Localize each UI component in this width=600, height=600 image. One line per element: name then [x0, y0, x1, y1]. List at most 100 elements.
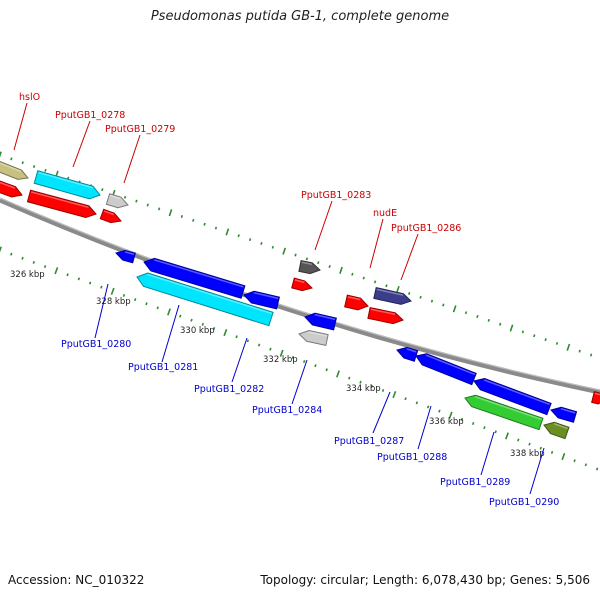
- gene-PputGB1_0282-leader: [231, 337, 248, 383]
- tick-mark: [460, 417, 464, 421]
- gene-PputGB1_0288-arrow: [415, 353, 477, 386]
- gene-unlabeled-red-5: [344, 294, 369, 311]
- gene-PputGB1_0281-arrow: [143, 257, 246, 299]
- gene-PputGB1_0287-leader: [372, 391, 391, 434]
- gene-PputGB1_0280-leader: [94, 283, 109, 339]
- gene-PputGB1_0281-leader: [161, 304, 180, 363]
- tick-mark: [212, 326, 216, 330]
- gene-PputGB1_0279-label: PputGB1_0279: [105, 124, 175, 135]
- outer-tick-row: [0, 151, 593, 357]
- gene-PputGB1_0287: [396, 346, 419, 362]
- gene-nudE-leader: [369, 218, 384, 269]
- gene-hslO: [0, 159, 29, 180]
- tick-mark: [438, 409, 441, 413]
- tick-mark: [214, 226, 218, 230]
- gene-hslO-leader: [13, 102, 28, 151]
- gene-PputGB1_0284-label: PputGB1_0284: [252, 405, 322, 416]
- inner-tick-row: [0, 246, 599, 471]
- scale-label: 338 kbp: [510, 449, 545, 459]
- tick-mark: [135, 199, 138, 203]
- backbone-line: [0, 197, 600, 395]
- gene-PputGB1_0288-sheen: [425, 354, 476, 376]
- tick-mark: [145, 302, 148, 306]
- gene-PputGB1_0288b: [473, 378, 552, 416]
- gene-PputGB1_0286: [367, 307, 404, 325]
- tick-mark: [555, 341, 559, 345]
- gene-unlabeled-red-4-sheen: [294, 279, 305, 284]
- gene-PputGB1_0278-arrow: [33, 170, 101, 200]
- gene-PputGB1_0279-leader: [123, 134, 141, 184]
- gene-PputGB1_0286-arrow: [367, 307, 404, 325]
- tick-mark: [381, 388, 385, 392]
- gene-unlabeled-red-1: [0, 179, 23, 198]
- tick-mark: [573, 459, 576, 463]
- tick-mark: [415, 401, 419, 405]
- tick-mark: [10, 252, 13, 256]
- tick-mark: [269, 347, 272, 351]
- tick-mark: [544, 338, 547, 342]
- tick-mark: [370, 384, 373, 388]
- tick-mark: [133, 298, 137, 302]
- tick-mark: [348, 376, 351, 380]
- tick-mark: [246, 339, 250, 343]
- gene-PputGB1_0279: [105, 193, 129, 209]
- tick-mark: [110, 287, 115, 295]
- tick-mark: [578, 349, 581, 353]
- tick-mark: [248, 238, 252, 242]
- tick-mark: [471, 422, 475, 426]
- tick-mark: [314, 364, 317, 368]
- tick-mark: [339, 266, 343, 274]
- tick-mark: [167, 308, 171, 316]
- gene-PputGB1_0289-sheen: [474, 395, 542, 421]
- gene-PputGB1_0283-arrow: [298, 260, 321, 275]
- gene-PputGB1_0287-arrow: [396, 346, 419, 362]
- tick-mark: [123, 195, 127, 199]
- tick-mark: [179, 314, 182, 318]
- tick-mark: [201, 322, 204, 326]
- tick-mark: [561, 452, 566, 461]
- tick-mark: [539, 446, 542, 450]
- gene-PputGB1_0290-sheen: [553, 422, 568, 430]
- scale-label: 336 kbp: [429, 417, 464, 427]
- gene-PputGB1_0288: [415, 353, 477, 386]
- gene-unlabeled-red-1-sheen: [0, 180, 16, 189]
- accession-text: Accession: NC_010322: [8, 573, 145, 587]
- gene-PputGB1_0279-arrow: [105, 193, 129, 209]
- gene-PputGB1_0278: [33, 170, 101, 200]
- tick-mark: [77, 277, 81, 281]
- tick-mark: [476, 315, 479, 319]
- gene-unlabeled-red-3-sheen: [103, 210, 115, 216]
- tick-mark: [595, 467, 599, 471]
- genome-summary-text: Topology: circular; Length: 6,078,430 bp…: [260, 573, 590, 587]
- gene-PputGB1_0280-label: PputGB1_0280: [61, 339, 131, 350]
- scale-label: 334 kbp: [346, 384, 381, 394]
- tick-mark: [584, 463, 588, 467]
- gene-unlabeled-red-5-sheen: [347, 296, 361, 301]
- tick-mark: [448, 411, 453, 419]
- tick-mark: [32, 260, 35, 264]
- gene-unlabeled-blue-arrow: [550, 406, 578, 423]
- gene-unlabeled-gray: [298, 329, 329, 346]
- tick-mark: [521, 330, 525, 334]
- gene-PputGB1_0282-sheen: [147, 273, 272, 315]
- gene-PputGB1_0283-leader: [314, 200, 333, 251]
- gene-PputGB1_0286-label: PputGB1_0286: [391, 223, 461, 234]
- tick-mark: [373, 280, 377, 284]
- gene-PputGB1_0281b-sheen: [253, 291, 279, 300]
- gene-unlabeled-gray-sheen: [308, 331, 328, 337]
- gene-PputGB1_0280: [115, 249, 136, 264]
- backbone-highlight: [0, 197, 600, 391]
- tick-mark: [294, 253, 297, 257]
- gene-PputGB1_0281b: [243, 290, 280, 310]
- tick-mark: [419, 295, 422, 299]
- tick-mark: [362, 276, 365, 280]
- gene-PputGB1_0281-sheen: [153, 259, 244, 288]
- gene-PputGB1_0288-leader: [417, 405, 432, 450]
- tick-mark: [88, 281, 92, 285]
- gene-PputGB1_0287-label: PputGB1_0287: [334, 436, 404, 447]
- gene-PputGB1_0282-arrow: [136, 272, 274, 327]
- tick-mark: [430, 299, 434, 303]
- gene-hslO-label: hslO: [19, 92, 40, 103]
